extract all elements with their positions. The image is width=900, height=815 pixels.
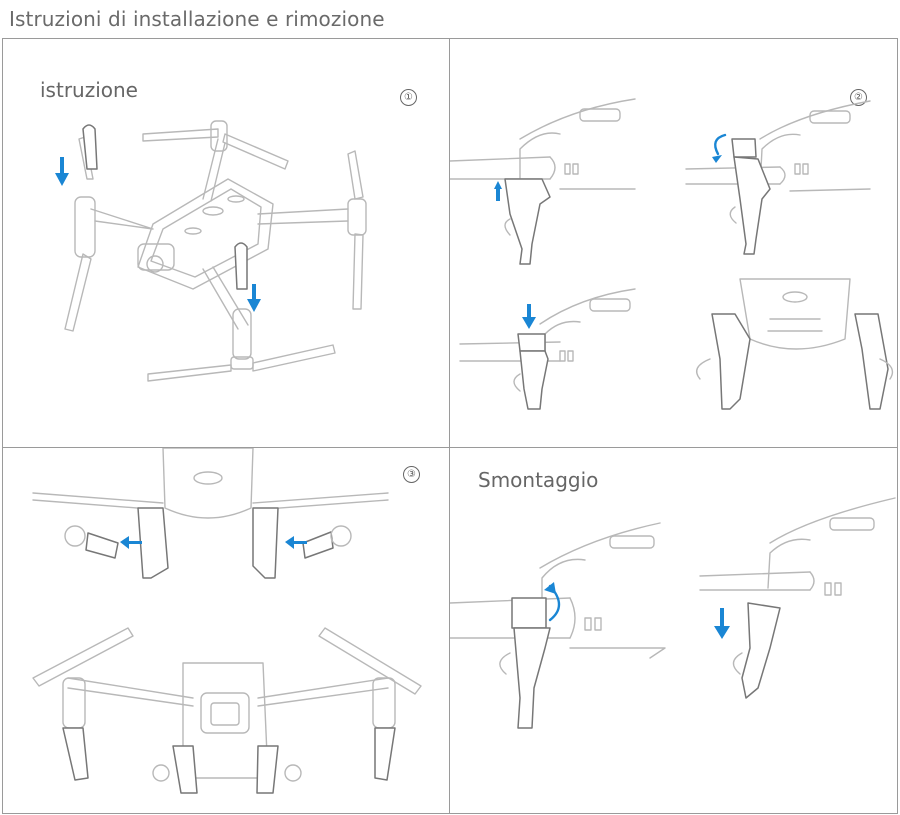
panel-attach: ② — [449, 38, 898, 448]
arrow-down-icon — [55, 157, 69, 186]
drone-install-illustration — [55, 120, 367, 382]
step-number-1: ① — [400, 89, 417, 106]
arrow-up-icon — [494, 181, 502, 201]
accessory-illustration — [32, 448, 422, 794]
step-number-2: ② — [850, 89, 867, 106]
leg-remove-illustration — [450, 497, 896, 729]
arrow-left-icon — [120, 536, 142, 549]
panel-remove: Smontaggio — [449, 447, 898, 814]
arrow-left-icon — [285, 536, 307, 549]
leg-attach-illustration — [450, 98, 894, 410]
remove-label: Smontaggio — [478, 468, 599, 492]
arrow-down-icon — [247, 284, 261, 312]
step-number-3: ③ — [403, 466, 420, 483]
page-title: Istruzioni di installazione e rimozione — [9, 7, 385, 31]
arrow-down-icon — [522, 304, 536, 329]
panel-install: istruzione ① — [2, 38, 450, 448]
rotate-arrow-icon — [714, 133, 727, 156]
arrow-down-icon — [714, 608, 730, 639]
install-label: istruzione — [40, 78, 138, 102]
panel-accessories: ③ — [2, 447, 450, 814]
